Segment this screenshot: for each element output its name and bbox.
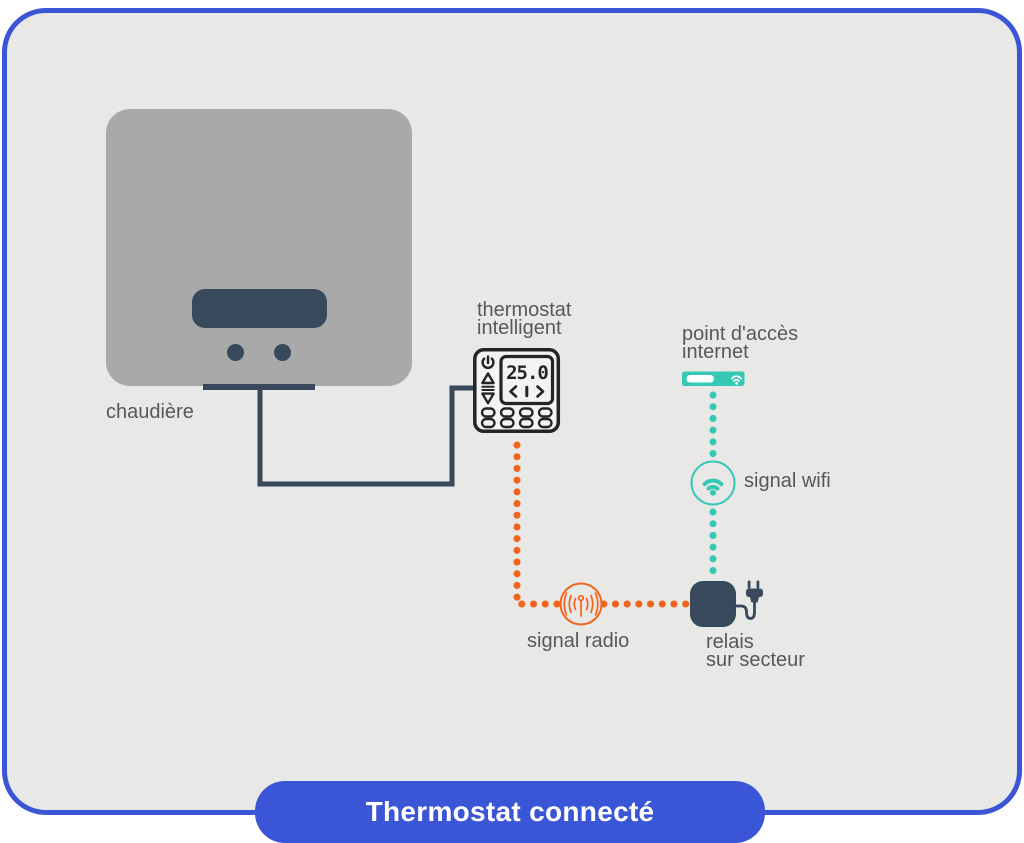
boiler-illustration	[106, 109, 412, 386]
wifi-circle-badge	[690, 460, 736, 506]
temperature-readout: 25.0	[506, 362, 548, 384]
screen-nav-icons	[509, 385, 545, 398]
thermostat-screen	[499, 354, 555, 406]
chevron-left-icon	[509, 385, 518, 398]
power-icon	[481, 355, 495, 370]
thermostat-label: thermostat intelligent	[477, 299, 572, 339]
access-point-label: point d'accès internet	[682, 323, 799, 363]
diagram-title-pill: Thermostat connecté	[255, 781, 765, 843]
chevron-right-icon	[536, 385, 545, 398]
plug-icon	[733, 580, 763, 620]
radio-signal-label: signal radio	[527, 630, 630, 652]
wire-boiler-thermostat	[257, 385, 474, 487]
arrow-down-icon	[481, 392, 495, 405]
menu-lines-icon	[481, 385, 495, 391]
wifi-signal-label: signal wifi	[744, 470, 831, 492]
router-wifi-icon	[731, 375, 742, 385]
router-status-bar	[686, 375, 714, 383]
thermostat-illustration: 25.0	[473, 348, 561, 434]
boiler-knob-icon	[274, 344, 291, 361]
radio-antenna-icon	[563, 592, 599, 617]
relay-illustration	[690, 580, 763, 627]
dotted-link-radio	[513, 441, 690, 608]
wifi-icon	[702, 478, 724, 496]
boiler-display	[192, 289, 327, 328]
diagram-title: Thermostat connecté	[365, 796, 655, 827]
relay-label: relais sur secteur	[706, 631, 805, 671]
thermostat-keypad	[480, 407, 553, 429]
boiler-mount-bar	[203, 384, 315, 390]
radio-circle-badge	[559, 582, 603, 626]
boiler-knob-icon	[227, 344, 244, 361]
access-point-illustration	[682, 371, 745, 386]
arrow-up-icon	[481, 372, 495, 385]
boiler-label: chaudière	[106, 401, 194, 423]
